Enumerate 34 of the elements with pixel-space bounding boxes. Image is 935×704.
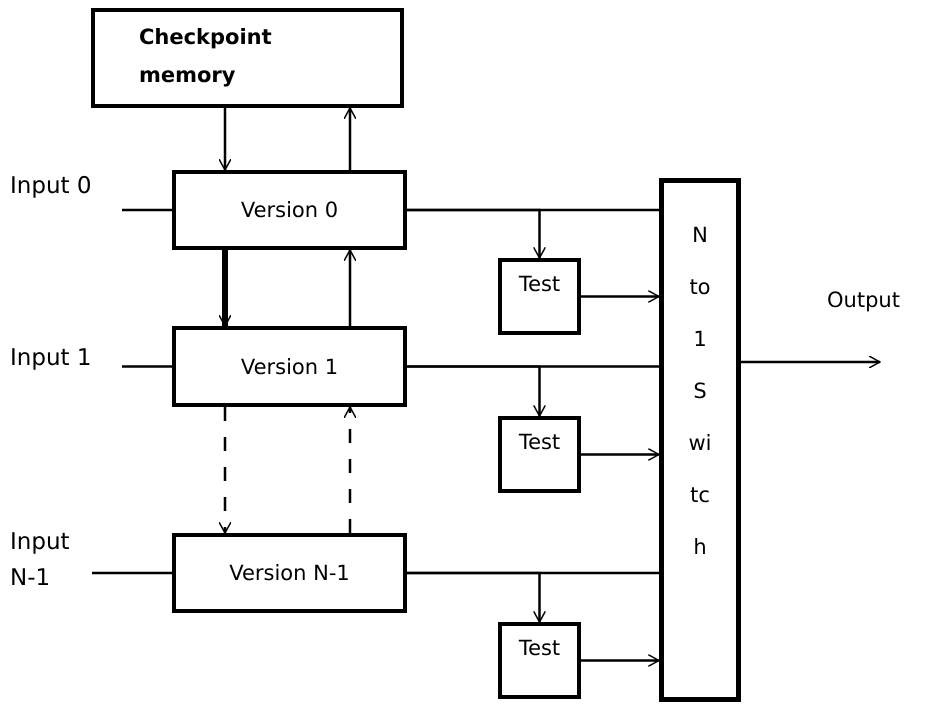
box-label: Test (518, 272, 562, 296)
arrow (343, 107, 357, 170)
switch-box (659, 178, 741, 702)
arrow (407, 208, 546, 259)
box-label: Version 1 (240, 354, 338, 378)
box-label: Version N-1 (229, 561, 350, 585)
edge-label: Output (825, 288, 902, 312)
arrow (407, 365, 546, 417)
box-label: N to 1 Switch (688, 222, 712, 561)
arrow (741, 355, 881, 369)
box-label: Version 0 (240, 198, 338, 222)
input-label: Input 1 (10, 345, 122, 379)
box-label: Test (518, 430, 562, 454)
process-box (91, 8, 404, 108)
process-box (172, 170, 407, 250)
arrow (343, 249, 357, 326)
process-box (498, 622, 581, 699)
process-box (498, 416, 581, 493)
box-label: Test (518, 636, 562, 660)
input-label: Input N-1 (10, 524, 92, 596)
process-box (172, 326, 407, 407)
arrow (218, 250, 232, 327)
connector-line (122, 365, 172, 368)
box-label: Checkpoint memory (139, 24, 273, 89)
process-box (498, 258, 581, 335)
arrow (581, 290, 660, 304)
connector-line (122, 208, 172, 212)
input-label: Input 0 (10, 173, 122, 207)
process-box (172, 533, 407, 613)
arrow (407, 572, 546, 623)
arrow (581, 654, 660, 668)
arrow (218, 108, 232, 171)
arrow (581, 448, 660, 462)
connector-line (92, 572, 172, 574)
